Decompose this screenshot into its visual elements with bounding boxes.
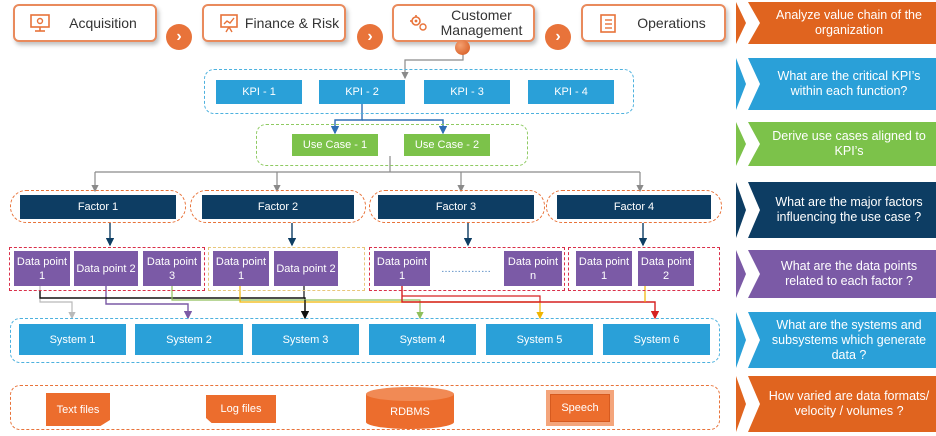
- factor-group: [190, 190, 366, 223]
- kpi-box[interactable]: KPI - 4: [528, 80, 614, 104]
- text-files-box[interactable]: Text files: [46, 393, 110, 426]
- question-banner: What are the data points related to each…: [748, 250, 936, 298]
- gears-icon: [410, 15, 427, 31]
- system-box[interactable]: System 5: [486, 324, 593, 355]
- banner-marker: [736, 250, 746, 298]
- banner-marker: [736, 58, 746, 110]
- presentation-chart-icon: [220, 14, 238, 33]
- value-chain-label: Operations: [637, 14, 706, 31]
- system-box[interactable]: System 1: [19, 324, 126, 355]
- value-chain-label: Customer Management: [440, 7, 523, 38]
- system-group: [10, 318, 720, 363]
- question-banner: Derive use cases aligned to KPI’s: [748, 122, 936, 166]
- system-box[interactable]: System 4: [369, 324, 476, 355]
- factor-group: [546, 190, 722, 223]
- value-chain-acquisition[interactable]: Acquisition: [13, 4, 157, 42]
- rdbms-label[interactable]: RDBMS: [390, 406, 430, 418]
- banner-marker: [736, 312, 746, 368]
- system-box[interactable]: System 6: [603, 324, 710, 355]
- data-point-group: [9, 247, 205, 291]
- data-point-box[interactable]: Data point 1: [374, 251, 430, 286]
- data-point-box[interactable]: Data point 3: [143, 251, 201, 286]
- value-chain-label: Finance & Risk: [244, 14, 340, 31]
- question-banner: How varied are data formats/ velocity / …: [748, 376, 936, 432]
- use-case-box[interactable]: Use Case - 1: [292, 134, 378, 156]
- data-point-box[interactable]: Data point 2: [638, 251, 694, 286]
- data-point-group: [369, 247, 565, 291]
- data-format-group: [10, 385, 720, 430]
- chevron-right-icon: ›: [545, 24, 571, 50]
- data-point-box[interactable]: Data point 1: [576, 251, 632, 286]
- value-chain-customer-management[interactable]: Customer Management: [392, 4, 535, 42]
- use-case-group: [256, 124, 528, 166]
- banner-marker: [736, 182, 746, 238]
- kpi-box[interactable]: KPI - 1: [216, 80, 302, 104]
- factor-box[interactable]: Factor 4: [557, 195, 711, 219]
- data-point-box[interactable]: Data point 2: [74, 251, 138, 286]
- factor-group: [369, 190, 545, 223]
- banner-marker: [736, 376, 746, 432]
- clipboard-checklist-icon: [600, 14, 616, 33]
- question-banner: Analyze value chain of the organization: [748, 2, 936, 44]
- question-banner: What are the major factors influencing t…: [748, 182, 936, 238]
- value-chain-operations[interactable]: Operations: [581, 4, 726, 42]
- factor-box[interactable]: Factor 3: [378, 195, 534, 219]
- database-cylinder-icon: [366, 387, 454, 429]
- system-box[interactable]: System 3: [252, 324, 359, 355]
- factor-group: [10, 190, 186, 223]
- chevron-right-icon: ›: [357, 24, 383, 50]
- log-files-box[interactable]: Log files: [206, 395, 276, 423]
- factor-box[interactable]: Factor 1: [20, 195, 176, 219]
- use-case-box[interactable]: Use Case - 2: [404, 134, 490, 156]
- speech-box[interactable]: Speech: [546, 390, 614, 426]
- banner-marker: [736, 122, 746, 166]
- selected-node-marker: [455, 40, 470, 55]
- value-chain-label: Acquisition: [69, 14, 137, 31]
- chevron-right-icon: ›: [166, 24, 192, 50]
- data-point-group: [568, 247, 720, 291]
- kpi-box[interactable]: KPI - 2: [319, 80, 405, 104]
- question-banner: What are the critical KPI’s within each …: [748, 58, 936, 110]
- monitor-gear-icon: [30, 14, 50, 32]
- data-point-box[interactable]: Data point 1: [14, 251, 70, 286]
- data-point-box[interactable]: Data point n: [504, 251, 562, 286]
- question-banner: What are the systems and subsystems whic…: [748, 312, 936, 368]
- data-point-group: [208, 247, 365, 291]
- data-point-box[interactable]: Data point 2: [274, 251, 338, 286]
- system-box[interactable]: System 2: [135, 324, 243, 355]
- value-chain-finance-risk[interactable]: Finance & Risk: [202, 4, 346, 42]
- kpi-group: [204, 69, 634, 114]
- banner-marker: [736, 2, 746, 44]
- data-point-box[interactable]: Data point 1: [213, 251, 269, 286]
- factor-box[interactable]: Factor 2: [202, 195, 354, 219]
- kpi-box[interactable]: KPI - 3: [424, 80, 510, 104]
- ellipsis: ……………: [441, 263, 491, 275]
